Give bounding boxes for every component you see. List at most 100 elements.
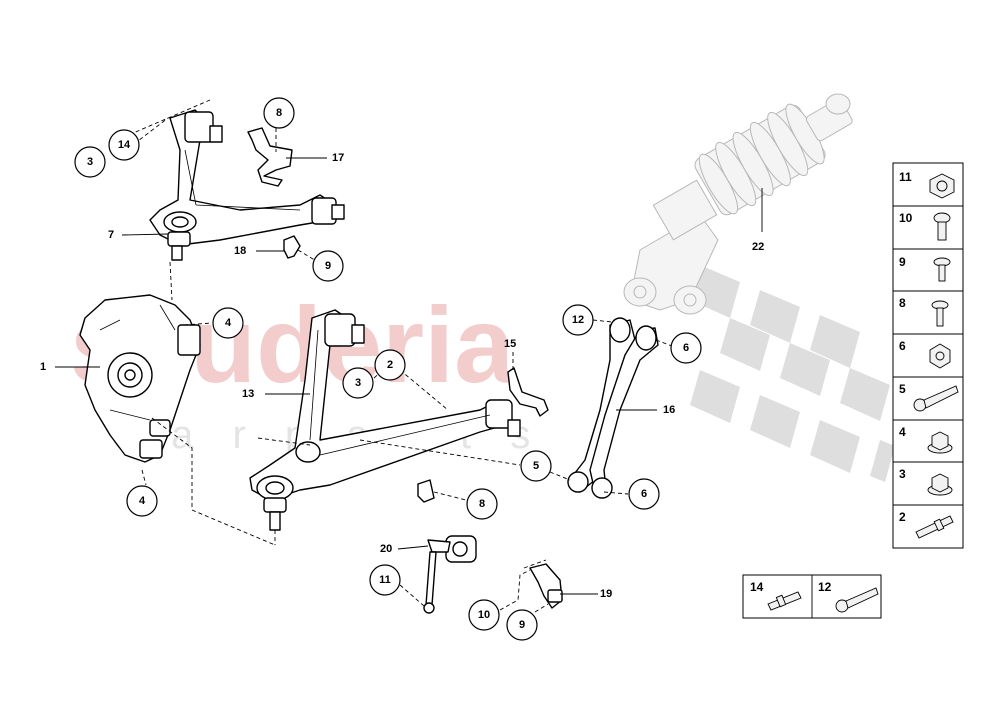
callout-2-label: 2 (387, 359, 393, 371)
legend-item-12[interactable]: 12 (818, 580, 879, 613)
callout-10-label: 10 (478, 609, 490, 621)
callout-14[interactable]: 14 (108, 129, 140, 161)
bracket-15 (507, 367, 549, 417)
callout-3-upper-label: 3 (87, 156, 93, 168)
legend-item-10[interactable]: 10 (899, 211, 951, 241)
callouts: 14 3 8 17 7 18 9 4 1 4 13 2 3 15 12 6 16… (40, 97, 764, 641)
callout-9-lower-label: 9 (519, 619, 525, 631)
legend-item-6-label: 6 (899, 339, 906, 353)
bottom-legend: 14 12 (742, 574, 882, 619)
callout-5-label: 5 (533, 460, 539, 472)
legend-item-11[interactable]: 11 (899, 170, 955, 199)
callout-15-label: 15 (504, 338, 516, 350)
callout-4-lower[interactable]: 4 (126, 485, 158, 517)
callout-18[interactable]: 18 (234, 245, 246, 257)
nut-icon (929, 343, 951, 369)
legend-item-5[interactable]: 5 (899, 382, 959, 412)
callout-6-lower-label: 6 (641, 488, 647, 500)
nut-icon (929, 173, 955, 199)
long-bolt-icon (835, 587, 879, 613)
hardware-legend: 11 10 9 8 (892, 162, 964, 549)
lower-control-arm (249, 309, 521, 531)
callout-8-lower-label: 8 (479, 498, 485, 510)
callout-17[interactable]: 17 (332, 152, 344, 164)
callout-8-upper[interactable]: 8 (263, 97, 295, 129)
callout-9-upper[interactable]: 9 (312, 250, 344, 282)
callout-6-lower[interactable]: 6 (628, 478, 660, 510)
legend-item-12-label: 12 (818, 580, 832, 594)
legend-item-3[interactable]: 3 (899, 467, 953, 496)
callout-17-label: 17 (332, 152, 344, 164)
legend-item-8-label: 8 (899, 296, 906, 310)
wheel-hub-knuckle (79, 294, 201, 463)
callout-20[interactable]: 20 (380, 543, 392, 555)
callout-4-upper-label: 4 (225, 317, 232, 329)
checker-flag (690, 265, 895, 482)
bracket-17 (247, 127, 293, 187)
callout-12[interactable]: 12 (562, 304, 594, 336)
callout-7-label: 7 (108, 229, 114, 241)
callout-7[interactable]: 7 (108, 229, 114, 241)
callout-16-label: 16 (663, 404, 675, 416)
callout-12-label: 12 (572, 314, 584, 326)
flange-nut-icon (927, 473, 953, 496)
sleeve-icon (767, 591, 802, 611)
callout-1-label: 1 (40, 361, 46, 373)
legend-item-10-label: 10 (899, 211, 913, 225)
callout-4-lower-label: 4 (139, 495, 146, 507)
screw-icon (933, 257, 951, 282)
flange-nut-icon (927, 431, 953, 454)
callout-6-upper-label: 6 (683, 342, 689, 354)
callout-9-lower[interactable]: 9 (506, 609, 538, 641)
callout-22-label: 22 (752, 241, 764, 253)
callout-16[interactable]: 16 (663, 404, 675, 416)
watermark: scuderia c a r p a r t s (70, 265, 895, 482)
legend-item-8[interactable]: 8 (899, 296, 949, 327)
leader-lines (55, 99, 763, 613)
legend-item-11-label: 11 (899, 170, 912, 184)
callout-1[interactable]: 1 (40, 361, 46, 373)
screw-icon (931, 300, 949, 327)
callout-11-label: 11 (379, 574, 391, 586)
shock-absorber-ghost (623, 93, 853, 315)
legend-item-14-label: 14 (750, 580, 764, 594)
legend-item-4-label: 4 (899, 425, 906, 439)
callout-8-upper-label: 8 (276, 107, 282, 119)
callout-6-upper[interactable]: 6 (670, 332, 702, 364)
callout-20-label: 20 (380, 543, 392, 555)
callout-19[interactable]: 19 (600, 588, 612, 600)
callout-11[interactable]: 11 (369, 564, 401, 596)
callout-13-label: 13 (242, 388, 254, 400)
legend-item-3-label: 3 (899, 467, 906, 481)
legend-item-4[interactable]: 4 (899, 425, 953, 454)
height-sensor-20 (423, 535, 477, 614)
callout-3-upper[interactable]: 3 (74, 146, 106, 178)
callout-19-label: 19 (600, 588, 612, 600)
callout-13[interactable]: 13 (242, 388, 254, 400)
callout-3-lower-label: 3 (355, 377, 361, 389)
pin-icon (915, 515, 954, 539)
legend-item-2[interactable]: 2 (899, 510, 954, 539)
clip-18 (283, 235, 301, 259)
callout-3-lower[interactable]: 3 (342, 367, 374, 399)
clip-8 (417, 479, 435, 503)
callout-14-label: 14 (118, 139, 131, 151)
callout-10[interactable]: 10 (468, 599, 500, 631)
legend-item-14[interactable]: 14 (750, 580, 802, 611)
callout-2[interactable]: 2 (374, 349, 406, 381)
bracket-19 (529, 563, 563, 609)
legend-item-9[interactable]: 9 (899, 255, 951, 282)
bolt-icon (933, 212, 951, 241)
callout-8-lower[interactable]: 8 (466, 488, 498, 520)
callout-15[interactable]: 15 (504, 338, 516, 350)
callout-4-upper[interactable]: 4 (212, 307, 244, 339)
callout-22[interactable]: 22 (752, 241, 764, 253)
long-bolt-icon (913, 385, 959, 412)
pushrod-link-16 (567, 317, 659, 499)
legend-item-2-label: 2 (899, 510, 906, 524)
legend-item-9-label: 9 (899, 255, 906, 269)
legend-item-6[interactable]: 6 (899, 339, 951, 369)
callout-5[interactable]: 5 (520, 450, 552, 482)
upper-control-arm (149, 109, 345, 261)
